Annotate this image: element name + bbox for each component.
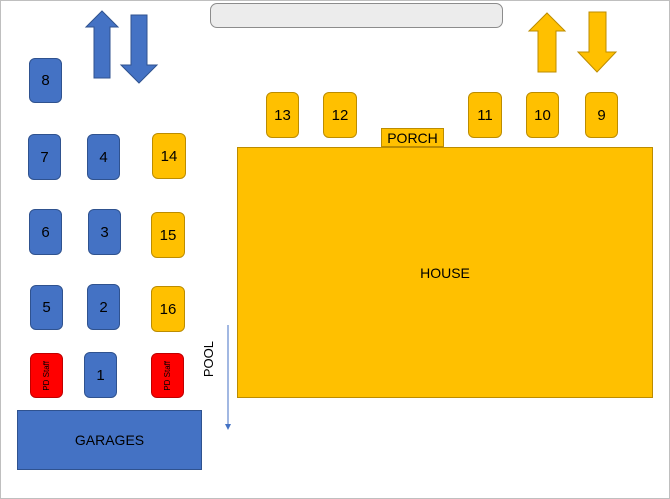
spot-5[interactable]: 5 (30, 285, 63, 330)
spot-15[interactable]: 15 (151, 212, 185, 258)
porch: PORCH (381, 128, 444, 147)
title-bar (210, 3, 503, 28)
staff-spot-left-label: PD Staff (42, 360, 51, 391)
porch-label: PORCH (387, 129, 438, 146)
spot-1-label: 1 (96, 366, 105, 384)
spot-12[interactable]: 12 (323, 92, 357, 138)
staff-spot-left[interactable]: PD Staff (30, 353, 63, 398)
staff-spot-right-label: PD Staff (163, 360, 172, 391)
spot-5-label: 5 (42, 299, 51, 316)
garages: GARAGES (17, 410, 202, 470)
staff-spot-right[interactable]: PD Staff (151, 353, 184, 398)
house: HOUSE (237, 147, 653, 398)
spot-7[interactable]: 7 (28, 134, 61, 180)
spot-8-label: 8 (41, 72, 50, 89)
spot-8[interactable]: 8 (29, 58, 62, 103)
spot-14[interactable]: 14 (152, 133, 186, 179)
gold-up-arrow (527, 12, 567, 73)
spot-3[interactable]: 3 (88, 209, 121, 255)
spot-1[interactable]: 1 (84, 352, 117, 398)
spot-7-label: 7 (40, 148, 49, 166)
pool-arrowhead (225, 424, 231, 430)
spot-9[interactable]: 9 (585, 92, 618, 138)
spot-2[interactable]: 2 (87, 284, 120, 330)
garages-label: GARAGES (74, 432, 145, 448)
spot-6[interactable]: 6 (29, 209, 62, 255)
spot-14-label: 14 (160, 147, 178, 165)
spot-13[interactable]: 13 (266, 92, 299, 138)
spot-16-label: 16 (159, 300, 177, 318)
blue-down-arrow (119, 14, 159, 84)
gold-down-arrow (576, 11, 618, 73)
spot-9-label: 9 (597, 106, 606, 124)
spot-3-label: 3 (100, 223, 109, 241)
spot-4-label: 4 (99, 148, 108, 166)
spot-13-label: 13 (274, 106, 291, 124)
blue-up-arrow (84, 10, 120, 79)
pool-label: POOL (201, 341, 216, 378)
spot-12-label: 12 (331, 106, 349, 124)
spot-6-label: 6 (41, 223, 50, 241)
spot-11[interactable]: 11 (468, 92, 502, 138)
spot-10-label: 10 (534, 106, 551, 124)
spot-11-label: 11 (477, 106, 493, 124)
spot-4[interactable]: 4 (87, 134, 120, 180)
pool-label-wrap: POOL (201, 341, 219, 381)
spot-15-label: 15 (159, 226, 177, 244)
house-label: HOUSE (420, 264, 470, 281)
spot-10[interactable]: 10 (526, 92, 559, 138)
spot-16[interactable]: 16 (151, 286, 185, 332)
spot-2-label: 2 (99, 298, 108, 316)
